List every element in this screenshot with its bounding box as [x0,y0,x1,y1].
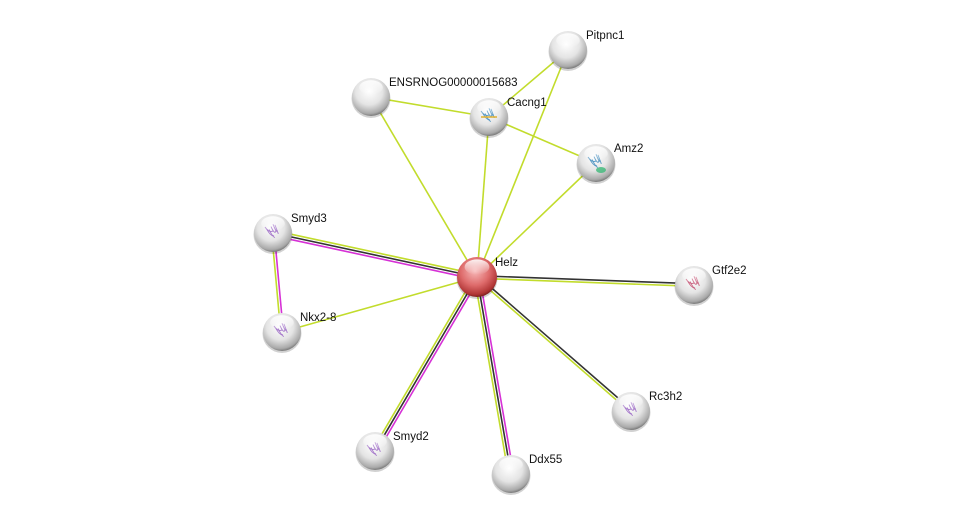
node-highlight [556,33,580,48]
edge-line-textmining [473,277,510,475]
edge-line-coexpression [477,275,633,411]
node-Rc3h2[interactable]: Rc3h2 [611,391,683,432]
edge-Helz-Cacng1[interactable] [476,116,490,278]
nodes-layer: Helz Pitpnc1ENSRNOG00000015683Cacng1Amz2S… [253,30,747,495]
node-Nkx2-8[interactable]: Nkx2-8 [262,312,337,353]
node-Smyd3[interactable]: Smyd3 [253,213,327,254]
edge-line-experiments [478,276,515,474]
node-highlight [499,457,523,472]
edge-Helz-Smyd3[interactable] [272,229,478,281]
node-highlight [261,216,285,231]
edge-line-textmining [372,275,476,451]
node-Gtf2e2[interactable]: Gtf2e2 [674,265,747,306]
node-highlight [584,146,608,161]
edge-line-experiments [376,277,480,453]
node-label: Helz [495,257,518,269]
edge-line-coexpression [272,232,478,278]
node-label: Gtf2e2 [712,265,747,277]
edge-line-coexpression [476,276,512,475]
edge-line-textmining [370,96,490,118]
edge-line-experiments [272,234,477,281]
edge-Helz-Nkx2-8[interactable] [281,276,478,333]
edge-Helz-Smyd2[interactable] [372,275,480,453]
node-label: Nkx2-8 [300,312,336,324]
edge-line-coexpression [477,274,695,285]
edge-line-textmining [281,276,478,333]
edge-line-textmining [475,277,631,413]
node-ENSRNOG00000015683[interactable]: ENSRNOG00000015683 [351,77,518,118]
node-label: Pitpnc1 [586,30,624,42]
node-highlight [682,268,706,283]
node-Smyd2[interactable]: Smyd2 [355,431,429,472]
node-Ddx55[interactable]: Ddx55 [491,454,563,495]
edge-line-textmining [273,229,478,276]
edge-line-textmining [476,116,490,278]
node-label: Smyd3 [291,213,327,225]
node-highlight [477,100,501,115]
edge-Cacng1-Amz2[interactable] [488,116,597,164]
node-highlight [619,394,643,409]
node-label: Cacng1 [507,97,547,109]
node-Pitpnc1[interactable]: Pitpnc1 [548,30,625,71]
edge-Helz-Gtf2e2[interactable] [476,274,695,288]
edge-line-textmining [370,96,478,278]
node-Helz[interactable]: Helz [456,257,519,299]
node-label: Smyd2 [393,431,429,443]
edge-line-coexpression [374,276,478,452]
edge-Helz-Pitpnc1[interactable] [476,49,569,278]
edge-Helz-Rc3h2[interactable] [475,275,633,413]
node-label: Amz2 [614,143,643,155]
edge-line-textmining [488,116,597,164]
node-highlight [363,434,387,449]
edge-ENSRNOG00000015683-Cacng1[interactable] [370,96,490,118]
edge-line-textmining [476,49,569,278]
node-Amz2[interactable]: Amz2 [576,143,644,184]
edge-Helz-Amz2[interactable] [476,162,597,278]
edge-line-textmining [476,162,597,278]
node-highlight [464,259,490,275]
node-label: ENSRNOG00000015683 [389,77,518,89]
node-highlight [270,315,294,330]
node-Cacng1[interactable]: Cacng1 [469,97,547,138]
edge-Helz-Ddx55[interactable] [473,276,515,475]
edge-line-textmining [476,277,694,288]
edge-Helz-ENSRNOG00000015683[interactable] [370,96,478,278]
node-label: Rc3h2 [649,391,682,403]
node-highlight [359,80,383,95]
node-label: Ddx55 [529,454,562,466]
